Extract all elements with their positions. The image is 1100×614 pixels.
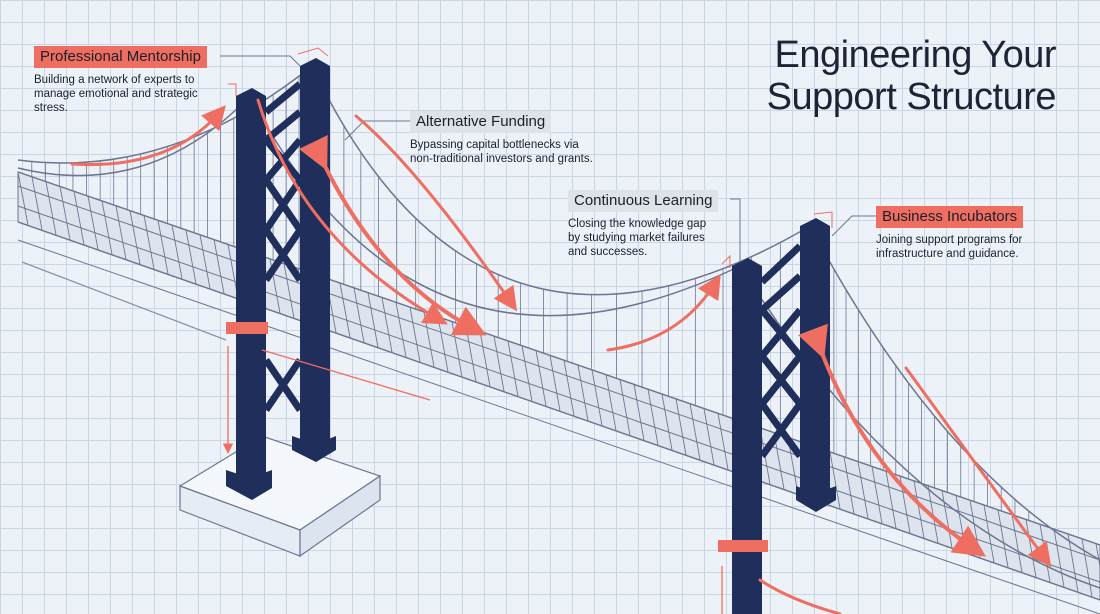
deck-strut xyxy=(689,403,701,460)
deck-strut xyxy=(129,210,141,265)
deck-strut xyxy=(115,205,127,260)
deck-strut xyxy=(479,331,491,387)
deck-strut xyxy=(1067,533,1079,592)
deck-strut xyxy=(605,374,617,431)
deck-strut xyxy=(157,220,169,274)
deck-strut xyxy=(31,176,43,230)
deck-strut xyxy=(1053,529,1065,588)
deck-strut xyxy=(17,171,29,226)
deck-strut xyxy=(101,200,113,255)
deck-strut xyxy=(283,263,295,319)
deck-strut xyxy=(87,196,99,250)
callout-desc-line: Joining support programs for xyxy=(876,234,1023,246)
callout-business-incubators: Business Incubators Joining support prog… xyxy=(876,206,1024,261)
callout-desc-line: infrastructure and guidance. xyxy=(876,248,1019,260)
page-title: Engineering Your Support Structure xyxy=(766,34,1057,118)
deck-strut xyxy=(535,350,547,407)
deck-strut xyxy=(73,191,85,245)
deck-strut xyxy=(171,225,183,279)
right-tower xyxy=(718,218,836,614)
callout-professional-mentorship: Professional Mentorship Building a netwo… xyxy=(34,46,207,115)
deck-strut xyxy=(1095,543,1100,570)
deck-strut xyxy=(591,369,603,426)
deck-strut xyxy=(143,215,155,270)
deck-strut xyxy=(577,364,589,421)
deck-strut xyxy=(185,229,197,284)
callout-desc-line: non-traditional investors and grants. xyxy=(410,153,593,165)
callout-desc-line: Closing the knowledge gap xyxy=(568,218,707,230)
deck-strut xyxy=(493,336,505,392)
deck-strut xyxy=(465,326,477,382)
callout-desc-line: Bypassing capital bottlenecks via xyxy=(410,139,579,151)
deck-strut xyxy=(521,345,533,402)
leader-lines xyxy=(220,47,876,268)
callout-desc-line: stress. xyxy=(34,102,68,114)
callout-label: Business Incubators xyxy=(876,206,1024,228)
dimension-lines xyxy=(21,261,723,614)
callout-desc-line: by studying market failures xyxy=(568,232,705,244)
deck-strut xyxy=(647,389,659,446)
callout-label: Professional Mentorship xyxy=(34,46,207,68)
deck-strut xyxy=(717,413,729,470)
deck-strut xyxy=(199,234,211,289)
callout-desc-line: manage emotional and strategic xyxy=(34,88,198,100)
deck-strut xyxy=(661,393,673,451)
deck-strut xyxy=(59,186,71,240)
deck-strut xyxy=(507,340,519,397)
deck-strut xyxy=(45,181,57,235)
callout-alternative-funding: Alternative Funding Bypassing capital bo… xyxy=(410,111,593,166)
deck-strut xyxy=(1011,514,1023,573)
callout-label: Alternative Funding xyxy=(410,111,552,133)
deck-strut xyxy=(997,509,1009,568)
deck-strut xyxy=(633,384,645,441)
callout-label: Continuous Learning xyxy=(568,190,719,212)
deck-strut xyxy=(563,360,575,416)
title-line-1: Engineering Your xyxy=(774,34,1057,76)
deck-strut xyxy=(619,379,631,436)
deck-strut xyxy=(703,408,715,465)
deck-strut xyxy=(549,355,561,411)
callout-desc-line: and successes. xyxy=(568,246,648,258)
callout-desc-line: Building a network of experts to xyxy=(34,74,195,86)
deck-strut xyxy=(1081,538,1093,597)
deck-strut xyxy=(213,239,225,294)
title-line-2: Support Structure xyxy=(766,76,1057,118)
force-arrows xyxy=(70,98,1052,614)
foundation-block xyxy=(178,435,382,558)
deck-strut xyxy=(675,398,687,455)
callout-continuous-learning: Continuous Learning Closing the knowledg… xyxy=(568,190,719,259)
